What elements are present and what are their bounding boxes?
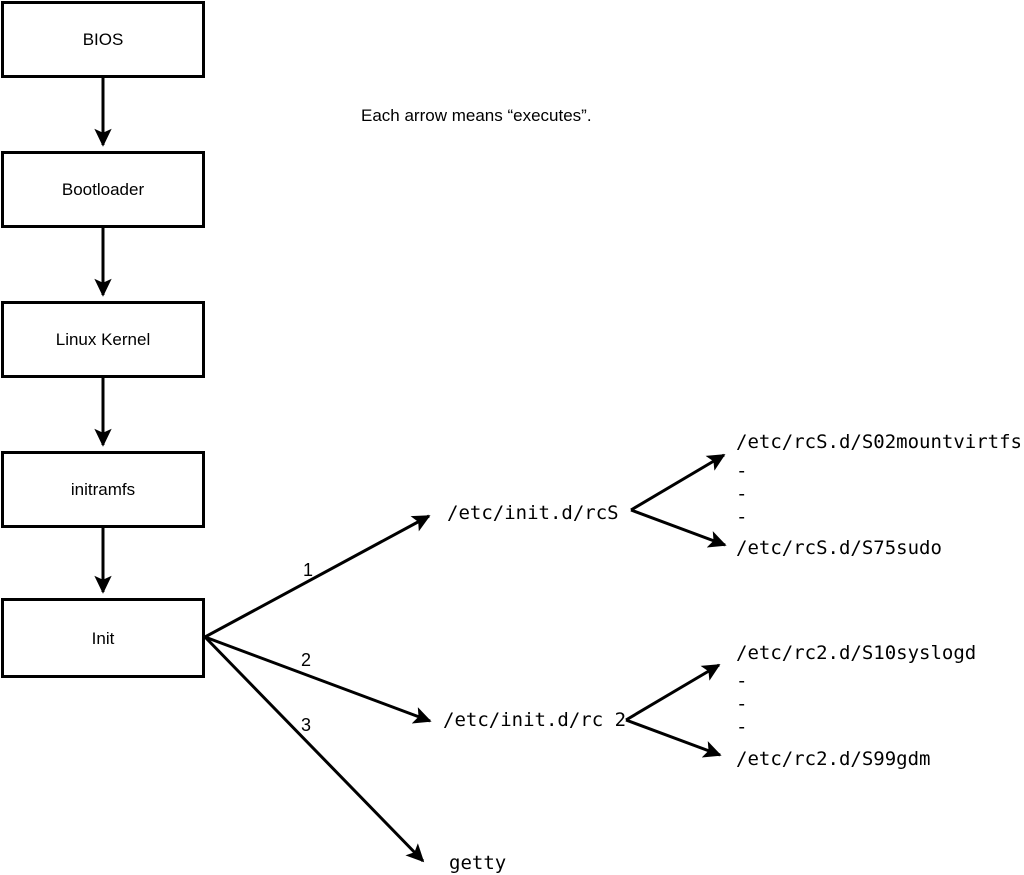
branch-number-2: 2 — [301, 650, 311, 670]
rc2-ellipsis-3: - — [736, 716, 747, 738]
rcs-ellipsis-3: - — [736, 506, 747, 528]
boot-chain-group: BIOS Bootloader Linux Kernel initramfs I… — [1, 1, 205, 678]
arrow-rcs-to-last-script — [630, 508, 727, 548]
kernel-label: Linux Kernel — [56, 330, 151, 349]
bios-label: BIOS — [83, 30, 124, 49]
bootloader-label: Bootloader — [62, 180, 145, 199]
rc2-ellipsis-2: - — [736, 693, 747, 715]
rc2-ellipsis-1: - — [736, 670, 747, 692]
bootloader-box — [1, 151, 205, 228]
getty-label: getty — [449, 852, 506, 874]
rc2-subbranch-group: /etc/rc2.d/S10syslogd - - - /etc/rc2.d/S… — [625, 642, 976, 770]
init-branch-arrows — [203, 514, 432, 863]
arrow-init-to-rc2 — [204, 635, 432, 724]
rc2-last-script: /etc/rc2.d/S99gdm — [736, 748, 930, 770]
rc2-first-script: /etc/rc2.d/S10syslogd — [736, 642, 976, 664]
init-label: Init — [92, 629, 115, 648]
arrow-rc2-to-first-script — [625, 663, 721, 722]
node-kernel: Linux Kernel — [1, 301, 205, 378]
caption-text: Each arrow means “executes”. — [361, 106, 592, 125]
init-branch-numbers: 1 2 3 — [301, 560, 313, 735]
arrow-init-to-rcs — [204, 514, 431, 639]
arrow-rcs-to-first-script — [630, 453, 726, 512]
initramfs-box — [1, 451, 205, 528]
rcs-ellipsis-2: - — [736, 483, 747, 505]
arrow-init-to-getty — [203, 635, 425, 863]
branch-number-1: 1 — [303, 560, 313, 580]
initramfs-label: initramfs — [71, 480, 135, 499]
rcs-script-label: /etc/init.d/rcS — [447, 502, 619, 524]
rc2-script-label: /etc/init.d/rc 2 — [443, 709, 626, 731]
bios-box — [1, 1, 205, 78]
node-bootloader: Bootloader — [1, 151, 205, 228]
node-initramfs: initramfs — [1, 451, 205, 528]
rcs-last-script: /etc/rcS.d/S75sudo — [736, 537, 942, 559]
arrow-rc2-to-last-script — [625, 718, 722, 758]
rcs-ellipsis-1: - — [736, 460, 747, 482]
rcs-subbranch-group: /etc/rcS.d/S02mountvirtfs - - - /etc/rcS… — [630, 431, 1022, 559]
node-bios: BIOS — [1, 1, 205, 78]
branch-number-3: 3 — [301, 715, 311, 735]
init-box — [1, 598, 205, 678]
kernel-box — [1, 301, 205, 378]
rcs-first-script: /etc/rcS.d/S02mountvirtfs — [736, 431, 1022, 453]
node-init: Init — [1, 598, 205, 678]
init-branch-labels: /etc/init.d/rcS /etc/init.d/rc 2 getty — [443, 502, 626, 874]
